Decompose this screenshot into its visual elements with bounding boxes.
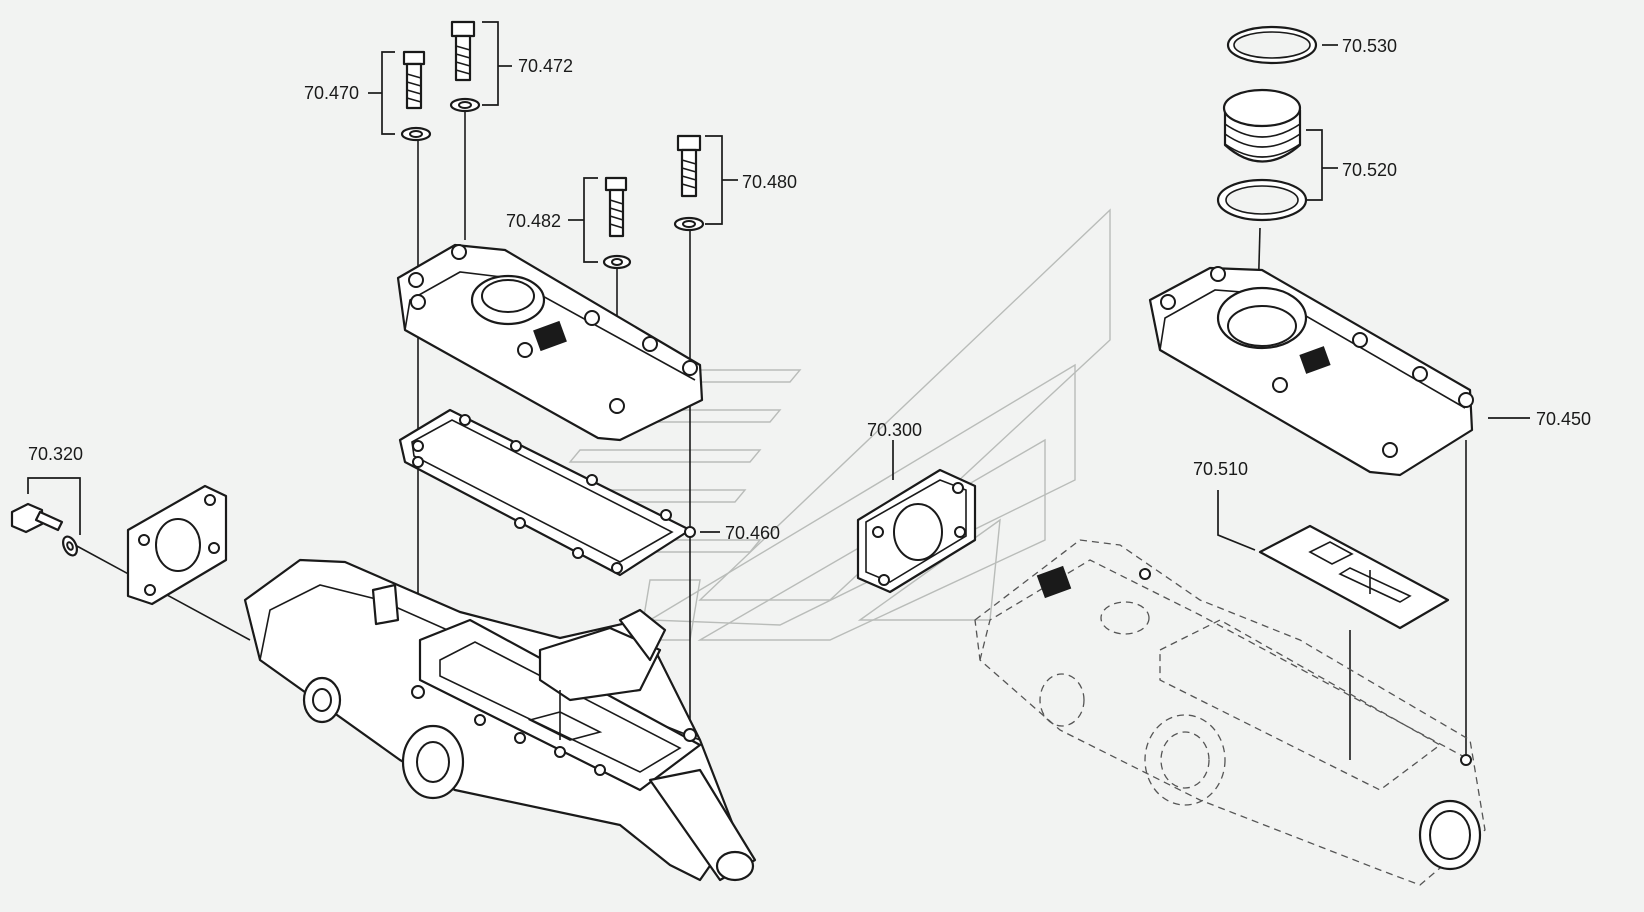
valve-housing-left — [243, 558, 757, 882]
label-70-472: 70.472 — [518, 56, 573, 76]
flange-plate — [126, 484, 228, 606]
label-70-320: 70.320 — [28, 444, 83, 464]
gasket-70-300 — [856, 468, 977, 594]
bolt-70-472 — [449, 20, 481, 113]
ring-70-530 — [1226, 25, 1318, 65]
plate-70-510 — [1258, 524, 1450, 630]
bolt-70-470 — [400, 50, 432, 142]
bolt-70-482 — [602, 176, 632, 270]
valve-housing-right — [974, 539, 1486, 886]
part-labels: 70.470 70.472 70.482 70.480 70.460 70.32… — [28, 36, 1591, 543]
label-70-520: 70.520 — [1342, 160, 1397, 180]
label-70-460: 70.460 — [725, 523, 780, 543]
plug-70-520 — [1216, 88, 1308, 222]
label-70-300: 70.300 — [867, 420, 922, 440]
label-70-530: 70.530 — [1342, 36, 1397, 56]
top-cover-right — [1148, 266, 1474, 477]
bolt-70-480 — [673, 134, 705, 232]
label-70-470: 70.470 — [304, 83, 359, 103]
label-70-480: 70.480 — [742, 172, 797, 192]
leader-lines — [27, 21, 1530, 551]
bolt-70-320 — [10, 502, 78, 557]
gasket-70-460 — [398, 408, 696, 577]
label-70-450: 70.450 — [1536, 409, 1591, 429]
label-70-510: 70.510 — [1193, 459, 1248, 479]
top-cover-left — [396, 243, 704, 442]
label-70-482: 70.482 — [506, 211, 561, 231]
